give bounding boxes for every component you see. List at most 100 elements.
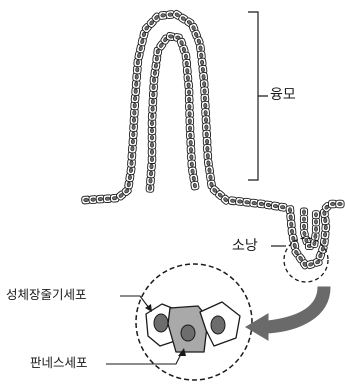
crypt-inner-nucleus xyxy=(313,241,317,246)
villus-outer-nucleus xyxy=(131,146,135,151)
villus-inner-nucleus xyxy=(187,90,190,95)
villus-outer-nucleus xyxy=(206,154,210,159)
villus-outer-nucleus xyxy=(203,96,207,101)
crypt-outer-cell xyxy=(336,200,344,208)
villus-inner-nucleus xyxy=(152,85,156,90)
villus-outer-nucleus xyxy=(237,200,242,204)
crypt-outer-nucleus xyxy=(330,202,335,205)
crypt-inner-nucleus xyxy=(314,234,318,239)
villus-inner-nucleus xyxy=(152,92,156,97)
villus-inner-cell xyxy=(190,181,199,191)
crypt-outer-nucleus xyxy=(290,229,294,234)
crypt-outer-nucleus xyxy=(323,218,327,223)
villus-outer-nucleus xyxy=(168,13,173,17)
villus-outer-nucleus xyxy=(202,82,206,87)
villus-outer-nucleus xyxy=(202,74,206,79)
crypt-inner-cell xyxy=(312,211,319,219)
villus-outer-nucleus xyxy=(200,60,204,65)
villus-outer-nucleus xyxy=(134,89,138,94)
villus-outer-nucleus xyxy=(135,67,139,72)
crypt-outer-nucleus xyxy=(288,208,292,213)
villus-outer-nucleus xyxy=(259,202,264,206)
villus-inner-nucleus xyxy=(184,54,188,59)
villus-outer-nucleus xyxy=(204,110,208,115)
villus-inner-nucleus xyxy=(190,155,194,160)
villus-outer-nucleus xyxy=(199,46,203,51)
villus-outer-nucleus xyxy=(133,110,137,115)
villus-inner-nucleus xyxy=(150,164,154,169)
crypt-outer-nucleus xyxy=(322,239,326,244)
villus-outer-nucleus xyxy=(134,82,138,87)
villus-inner-nucleus xyxy=(150,128,153,133)
villus-inner-nucleus xyxy=(185,68,189,73)
villus-inner-nucleus xyxy=(189,148,193,153)
villus-outer-nucleus xyxy=(230,199,235,203)
crypt-outer-nucleus xyxy=(323,232,327,237)
villus-label: 융모 xyxy=(270,88,296,102)
villus-outer-nucleus xyxy=(203,89,207,94)
paneth-cell-nucleus xyxy=(181,325,195,341)
villus-outer-nucleus xyxy=(130,161,134,166)
villus-inner-nucleus xyxy=(150,150,153,155)
villus-outer-nucleus xyxy=(133,96,137,101)
villus-inner-nucleus xyxy=(150,143,153,148)
villus-outer-nucleus xyxy=(135,74,139,79)
villus-outer-nucleus xyxy=(204,118,208,123)
villus-inner-nucleus xyxy=(188,104,191,109)
villus-outer-nucleus xyxy=(206,146,210,151)
crypt-outer-nucleus xyxy=(289,215,293,220)
villus-inner-nucleus xyxy=(187,83,191,88)
villus-inner-nucleus xyxy=(187,97,190,102)
villus-outer-nucleus xyxy=(201,67,205,72)
villus-outer-nucleus xyxy=(105,197,110,201)
villus-inner-nucleus xyxy=(150,121,153,126)
crypt-outer-nucleus xyxy=(338,202,343,205)
villus-outer-nucleus xyxy=(252,201,257,205)
crypt-inner-nucleus xyxy=(302,224,305,228)
villus-inner-nucleus xyxy=(149,171,153,176)
crypt-inner-nucleus xyxy=(314,213,317,217)
villus-inner-nucleus xyxy=(151,99,155,104)
crypt-outer-nucleus xyxy=(324,225,328,230)
crypt-label: 소낭 xyxy=(232,239,258,253)
villus-inner-nucleus xyxy=(188,126,191,131)
stem-cell-right-nucleus xyxy=(211,316,225,334)
villus-outer-nucleus xyxy=(132,118,136,123)
villus-outer-nucleus xyxy=(205,139,209,144)
villus-epithelium xyxy=(82,9,288,211)
villus-outer-nucleus xyxy=(161,13,166,17)
villus-outer-nucleus xyxy=(204,103,208,108)
zoom-arrow xyxy=(246,287,330,340)
paneth-cell-label: 판네스세포 xyxy=(30,357,88,370)
villus-outer-nucleus xyxy=(132,132,136,137)
crypt-inner-nucleus xyxy=(314,220,317,224)
villus-outer-nucleus xyxy=(199,53,203,58)
stem-cell-label: 성체장줄기세포 xyxy=(6,289,87,302)
villus-inner-nucleus xyxy=(185,61,189,66)
villus-outer-nucleus xyxy=(131,139,135,144)
villus-inner-nucleus xyxy=(150,157,153,162)
villus-outer-nucleus xyxy=(245,200,250,204)
villus-inner-nucleus xyxy=(188,119,191,124)
villus-inner-nucleus xyxy=(188,112,191,117)
villus-inner-nucleus xyxy=(151,107,155,112)
villus-inner-nucleus xyxy=(189,133,193,138)
villus-outer-nucleus xyxy=(98,197,103,201)
villus-inner-nucleus xyxy=(189,140,193,145)
crypt-inner-nucleus xyxy=(314,227,317,231)
stem-cell-left-nucleus xyxy=(154,314,168,332)
crypt-outer-nucleus xyxy=(289,222,293,227)
villus-inner-nucleus xyxy=(150,135,153,140)
villus-bracket xyxy=(248,12,268,180)
villus-inner-nucleus xyxy=(150,114,154,119)
crypt-epithelium xyxy=(286,200,344,270)
villus-inner-nucleus xyxy=(149,178,153,183)
villus-outer-nucleus xyxy=(205,125,209,130)
villus-inner-nucleus xyxy=(190,162,194,167)
crypt-inner-nucleus xyxy=(302,217,305,221)
crypt-inner-nucleus xyxy=(302,210,305,214)
villus-outer-nucleus xyxy=(133,103,137,108)
villus-inner-nucleus xyxy=(152,78,156,83)
villus-inner-nucleus xyxy=(186,76,190,81)
